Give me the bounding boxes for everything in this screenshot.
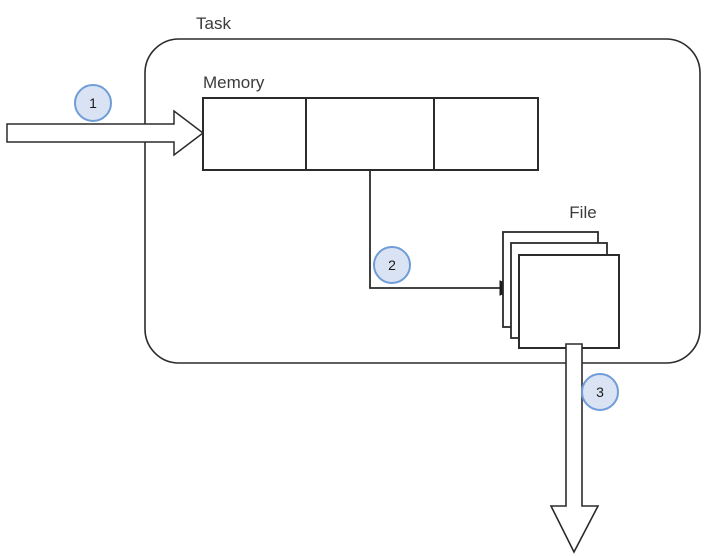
file-label: File bbox=[569, 203, 596, 222]
memory-label: Memory bbox=[203, 73, 265, 92]
step-badge-2-label: 2 bbox=[388, 257, 396, 273]
file-output-block-arrow-shape bbox=[549, 343, 600, 554]
step-badge-2-circle bbox=[373, 246, 411, 284]
step-badge-1-label: 1 bbox=[89, 95, 97, 111]
memory-to-file-line bbox=[369, 170, 500, 289]
input-block-arrow bbox=[6, 109, 205, 157]
file-output-block-arrow bbox=[549, 343, 600, 554]
step-badge-1: 1 bbox=[74, 84, 112, 122]
task-label: Task bbox=[196, 14, 231, 33]
step-badge-3: 3 bbox=[581, 373, 619, 411]
file-stack bbox=[502, 231, 620, 349]
input-block-arrow-shape bbox=[6, 109, 205, 157]
step-badge-3-label: 3 bbox=[596, 384, 604, 400]
step-badge-3-circle bbox=[581, 373, 619, 411]
step-badge-2: 2 bbox=[373, 246, 411, 284]
memory-box-outline bbox=[202, 97, 539, 171]
step-badge-1-circle bbox=[74, 84, 112, 122]
file-sheet-front bbox=[518, 254, 620, 349]
memory-box bbox=[202, 97, 539, 171]
